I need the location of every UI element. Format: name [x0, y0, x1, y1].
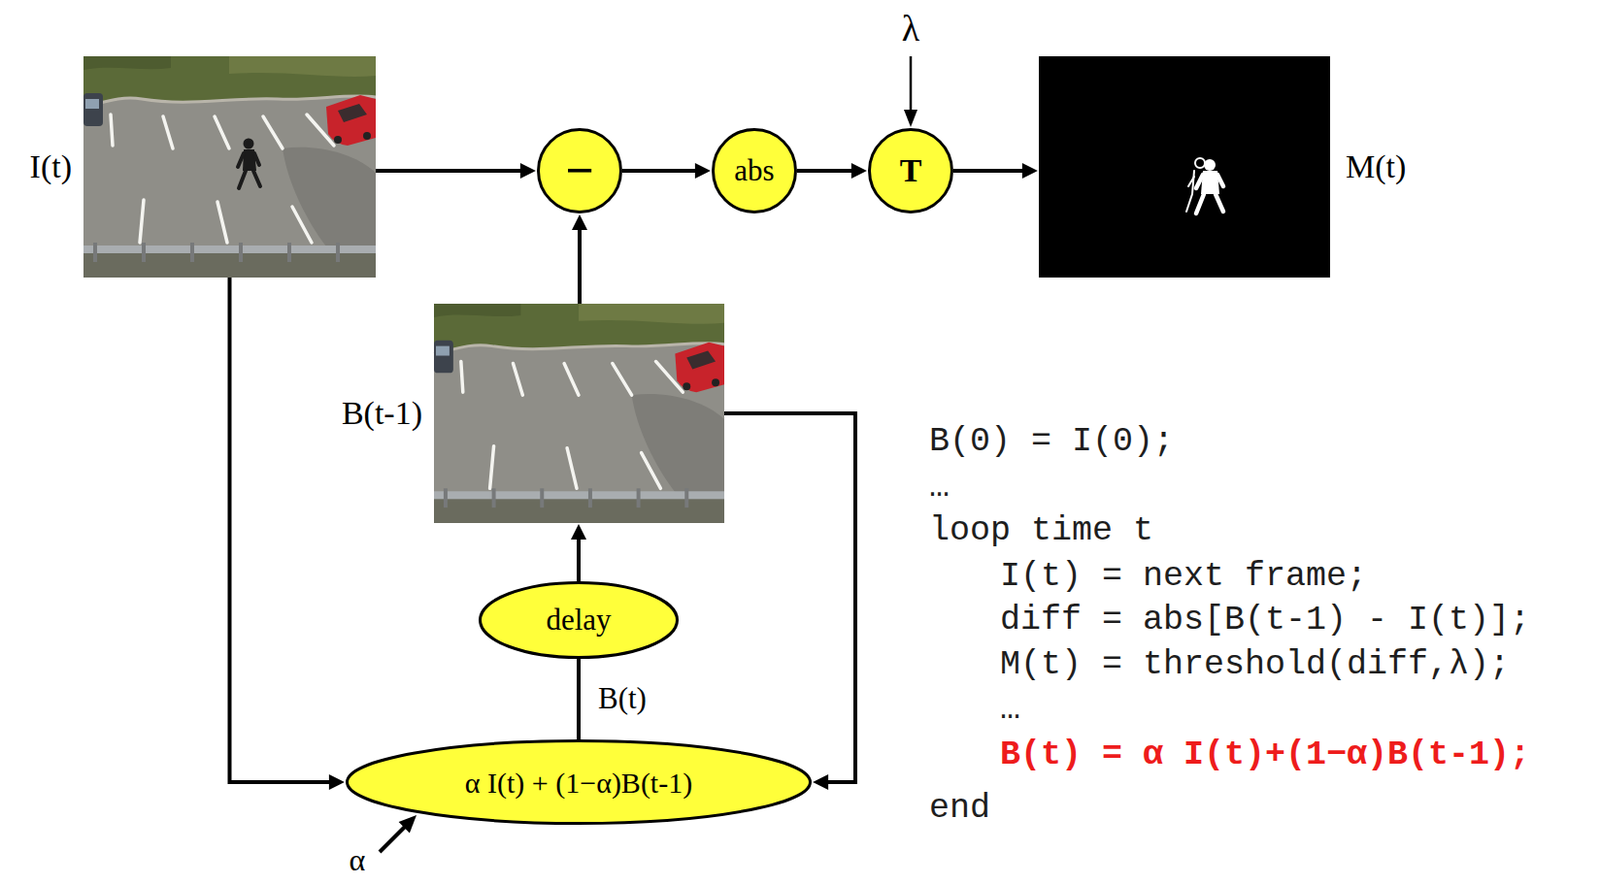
signal-arrow: [797, 168, 859, 173]
node-label: abs: [733, 154, 774, 188]
node-label: α I(t) + (1−α)B(t-1): [465, 766, 693, 800]
image-label: I(t): [30, 148, 72, 185]
background-photo: [433, 303, 725, 524]
signal-arrow: [230, 277, 337, 783]
parameter-symbol: α: [349, 842, 367, 879]
code-line: M(t) = threshold(diff,λ);: [1000, 645, 1510, 685]
code-line: …: [929, 467, 950, 507]
shape-fill: [869, 130, 953, 213]
walking-person: [237, 138, 261, 190]
process-ellipse: delay: [478, 581, 679, 660]
mask-silhouette: [1186, 158, 1224, 214]
code-line: loop time t: [929, 511, 1154, 551]
edge-label: B(t): [596, 682, 649, 716]
image-frame: B(t-1): [433, 303, 725, 524]
image-frame: I(t): [83, 56, 376, 278]
shape-fill: [480, 583, 678, 659]
code-line-highlight: B(t) = α I(t)+(1−α)B(t-1);: [1000, 735, 1531, 775]
shape-fill: [713, 130, 797, 213]
code-line: I(t) = next frame;: [1000, 557, 1367, 597]
signal-arrow: [576, 659, 581, 740]
operator-circle: −: [536, 128, 623, 214]
node-label: T: [900, 152, 923, 189]
parameter-symbol: λ: [901, 7, 920, 51]
node-label: −: [565, 142, 595, 199]
mask-frame: [1038, 56, 1331, 278]
frame-photo: [83, 56, 376, 278]
image-label: B(t-1): [341, 395, 423, 432]
image-frame: M(t): [1038, 56, 1331, 278]
process-ellipse: α I(t) + (1−α)B(t-1): [345, 739, 812, 826]
operator-circle: abs: [711, 128, 798, 214]
operator-circle: T: [867, 128, 954, 214]
signal-arrow: [375, 168, 528, 173]
code-line: …: [1000, 690, 1021, 730]
shape-fill: [347, 741, 811, 825]
node-label: delay: [545, 603, 611, 637]
code-line: diff = abs[B(t-1) - I(t)];: [1000, 600, 1531, 640]
signal-arrow: [724, 413, 856, 783]
signal-arrow: [953, 168, 1030, 173]
code-line: B(0) = I(0);: [929, 422, 1174, 462]
code-line: end: [929, 789, 991, 829]
signal-arrow: [622, 168, 702, 173]
signal-arrow: [576, 533, 581, 582]
image-label: M(t): [1345, 148, 1406, 185]
shape-fill: [538, 130, 622, 213]
alpha-arrow: [379, 815, 417, 853]
lambda-arrow: [903, 56, 918, 128]
signal-arrow: [577, 223, 582, 304]
